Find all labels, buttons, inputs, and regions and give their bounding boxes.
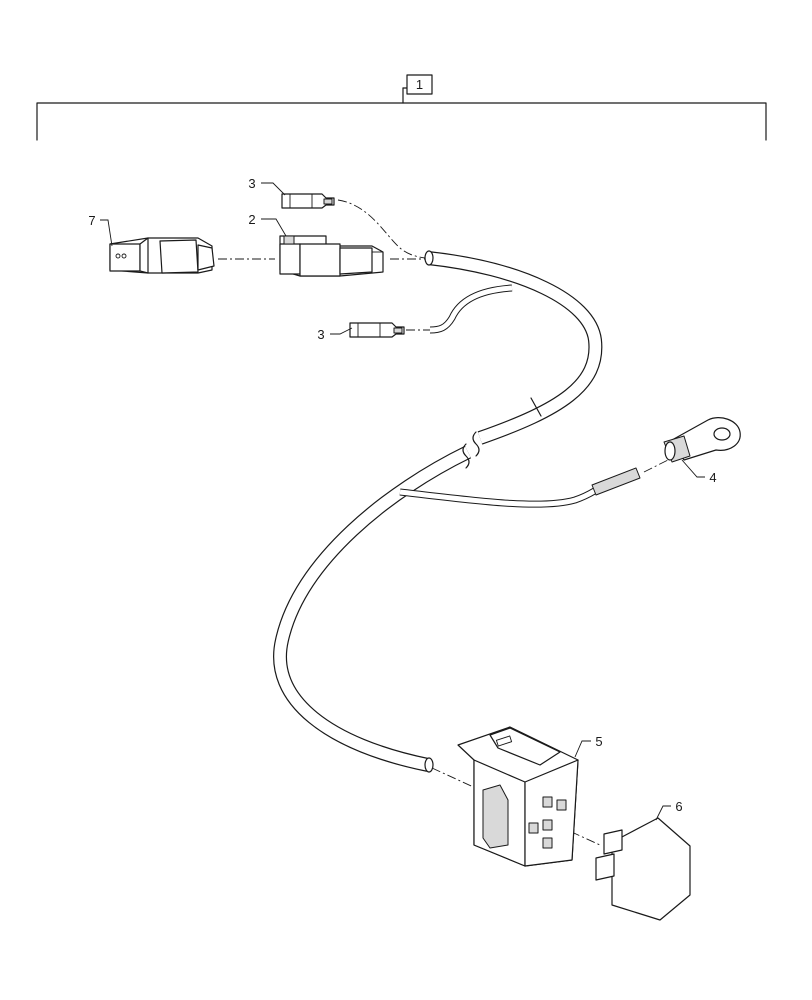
callout-2[interactable]: 2 [248,212,287,237]
callout-3-top[interactable]: 3 [248,176,286,196]
callout-5[interactable]: 5 [574,734,603,758]
assembly-bracket [36,87,767,141]
relay-6[interactable] [595,817,691,921]
callout-5-label: 5 [595,734,602,749]
callout-7-label: 7 [88,213,95,228]
callout-3-bottom-label: 3 [317,327,324,342]
callout-6-label: 6 [675,799,682,814]
callout-3-top-label: 3 [248,176,255,191]
main-cable [273,250,603,773]
callout-6[interactable]: 6 [655,799,683,821]
ring-terminal-4[interactable] [663,417,741,463]
callout-2-label: 2 [248,212,255,227]
centerlines [218,199,673,846]
connector-receptacle-2[interactable] [279,235,384,277]
terminal-3-top[interactable] [281,193,335,209]
callout-1-label: 1 [416,77,423,92]
branch-wire-ring [399,467,641,508]
connector-plug-7[interactable] [109,237,215,274]
callout-4[interactable]: 4 [681,459,717,485]
callout-7[interactable]: 7 [88,213,113,247]
branch-wire-top [429,284,513,334]
relay-socket-5[interactable] [457,726,579,867]
callout-4-label: 4 [709,470,716,485]
terminal-3-bottom[interactable] [349,322,405,338]
callout-box-1[interactable]: 1 [406,74,433,95]
callout-3-bottom[interactable]: 3 [317,327,353,342]
